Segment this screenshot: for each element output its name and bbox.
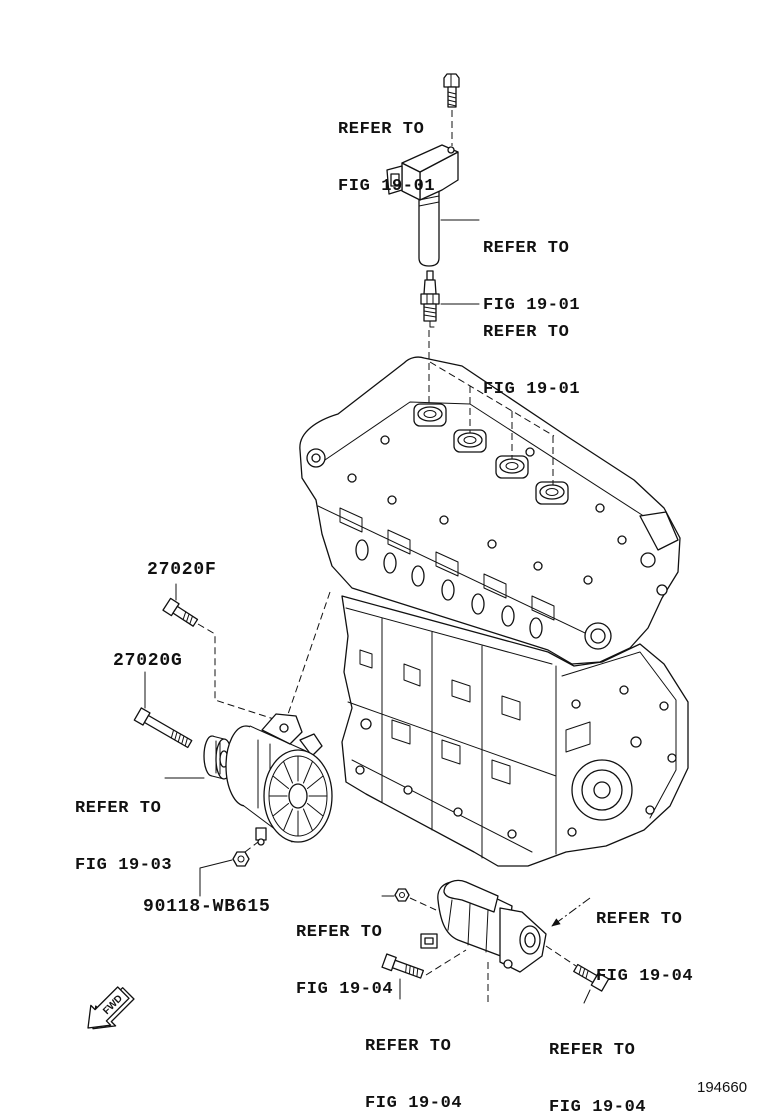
figure-id: 194660 [697, 1079, 748, 1096]
starter-bolt-guide-line [545, 945, 577, 967]
callout-figure-ref: FIG 19-04 [365, 1094, 463, 1112]
leader-arrow [551, 897, 591, 927]
starter-nut-guide-line [409, 897, 437, 911]
callout-starter-bolt-right[interactable]: REFER TO FIG 19-04 [549, 1003, 646, 1112]
alternator-guide-line [285, 591, 331, 721]
callout-ignition-coil[interactable]: REFER TO FIG 19-01 [483, 201, 580, 353]
starter-nut [394, 888, 410, 902]
callout-starter-nut[interactable]: REFER TO FIG 19-04 [296, 885, 393, 1037]
starter-motor [420, 879, 547, 973]
leader-line [583, 989, 591, 1004]
callout-spark-plug[interactable]: REFER TO FIG 19-01 [483, 285, 580, 437]
callout-label: REFER TO [596, 910, 683, 929]
callout-alternator[interactable]: REFER TO FIG 19-03 [75, 761, 172, 913]
bolt-guide-line [197, 623, 284, 723]
spark-plug [420, 270, 440, 328]
starter-solenoid [443, 879, 499, 913]
callout-coil-bolt[interactable]: REFER TO FIG 19-01 [338, 82, 435, 234]
nut-90118-wb615 [232, 851, 250, 867]
starter-bolt-right [573, 963, 610, 992]
spark-plug-holes [413, 403, 569, 505]
callout-figure-ref: FIG 19-01 [483, 380, 581, 399]
callout-figure-ref: FIG 19-01 [483, 296, 581, 315]
starter-bolt-lower [381, 953, 425, 979]
callout-label: REFER TO [338, 120, 425, 139]
callout-label: REFER TO [365, 1037, 452, 1056]
leader-line [199, 859, 233, 897]
callout-starter-bolt-lower[interactable]: REFER TO FIG 19-04 [365, 999, 462, 1112]
callout-label: REFER TO [296, 923, 383, 942]
intake-ports [355, 539, 543, 639]
callout-label: REFER TO [549, 1041, 636, 1060]
callout-label: REFER TO [483, 239, 570, 258]
part-number-27020f[interactable]: 27020F [147, 560, 217, 580]
alternator-terminal [255, 827, 267, 841]
callout-starter[interactable]: REFER TO FIG 19-04 [596, 872, 693, 1024]
plug-guide-lines [428, 330, 555, 485]
callout-figure-ref: FIG 19-03 [75, 856, 173, 875]
callout-figure-ref: FIG 19-04 [596, 967, 694, 986]
fwd-arrow-icon: FWD [87, 986, 135, 1030]
coil-mount-bolt [443, 73, 460, 108]
callout-figure-ref: FIG 19-04 [549, 1098, 647, 1112]
callout-figure-ref: FIG 19-04 [296, 980, 394, 999]
starter-bolt-guide-line [425, 949, 467, 976]
ignition-coil [386, 144, 459, 267]
part-number-90118-wb615[interactable]: 90118-WB615 [143, 897, 271, 917]
nut-guide-line [244, 841, 259, 853]
engine-assembly [299, 356, 689, 867]
bolt-27020g [133, 707, 193, 749]
crankshaft-seal-bore [571, 759, 633, 821]
callout-label: REFER TO [483, 323, 570, 342]
part-number-27020g[interactable]: 27020G [113, 651, 183, 671]
callout-figure-ref: FIG 19-01 [338, 177, 436, 196]
cylinder-head [299, 356, 681, 665]
alternator [203, 713, 333, 846]
bolt-27020f [162, 597, 199, 627]
callout-label: REFER TO [75, 799, 162, 818]
